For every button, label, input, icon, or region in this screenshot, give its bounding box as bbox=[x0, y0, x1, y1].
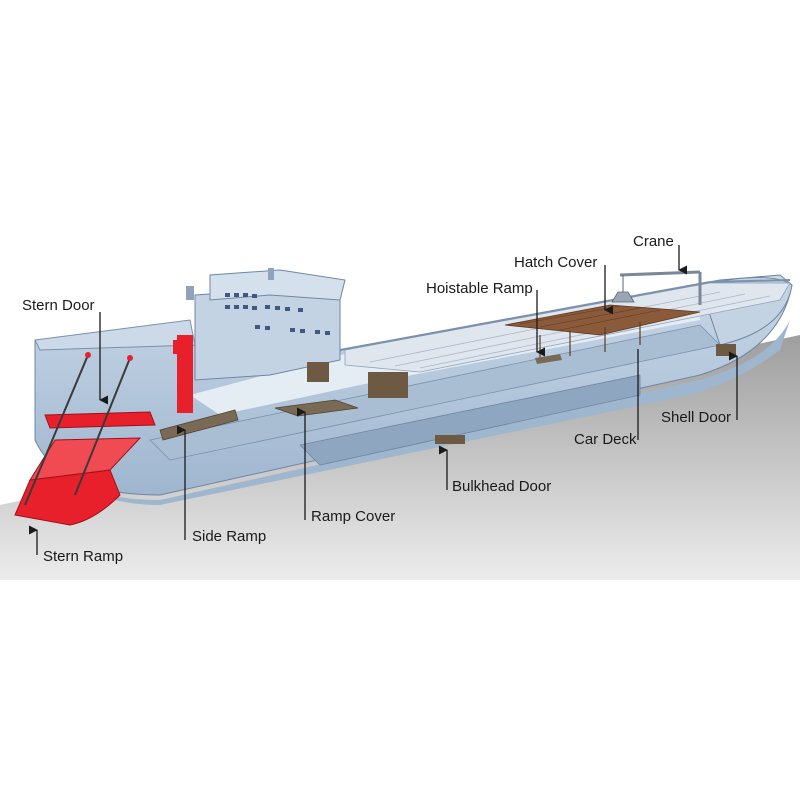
interior-door-2 bbox=[368, 372, 408, 398]
label-side-ramp: Side Ramp bbox=[192, 528, 267, 545]
label-stern-door: Stern Door bbox=[22, 297, 95, 314]
shell-door-shape bbox=[716, 344, 736, 356]
hoistable-ramp-shape bbox=[535, 354, 562, 364]
label-crane: Crane bbox=[633, 233, 674, 250]
hatch-cover-panel bbox=[504, 304, 701, 336]
crane-hook-frame bbox=[611, 291, 635, 303]
funnel bbox=[186, 286, 194, 300]
bulkhead-door-shape bbox=[435, 435, 465, 444]
leader-lines bbox=[28, 245, 738, 555]
deck-railing bbox=[339, 279, 791, 351]
label-bulkhead-door: Bulkhead Door bbox=[452, 478, 552, 495]
stern-railing bbox=[34, 319, 196, 351]
stern-door-column bbox=[177, 335, 193, 413]
stern-door-panel bbox=[44, 411, 156, 429]
bridge-windows bbox=[225, 293, 330, 335]
ramp-cables bbox=[24, 354, 131, 506]
stern-door-column-cap bbox=[173, 340, 179, 354]
label-hoistable-ramp: Hoistable Ramp bbox=[426, 280, 533, 297]
label-ramp-cover: Ramp Cover bbox=[311, 508, 396, 525]
interior-door bbox=[307, 362, 329, 382]
stern-ramp-shape bbox=[14, 469, 121, 526]
label-shell-door: Shell Door bbox=[661, 409, 732, 426]
label-car-deck: Car Deck bbox=[574, 431, 637, 448]
superstructure bbox=[194, 289, 341, 381]
bridge bbox=[209, 269, 346, 301]
lower-hold bbox=[299, 374, 641, 466]
label-hatch-cover: Hatch Cover bbox=[514, 254, 598, 271]
mast bbox=[268, 268, 274, 280]
ramp-cover-shape bbox=[274, 399, 359, 417]
label-stern-ramp: Stern Ramp bbox=[43, 548, 124, 565]
